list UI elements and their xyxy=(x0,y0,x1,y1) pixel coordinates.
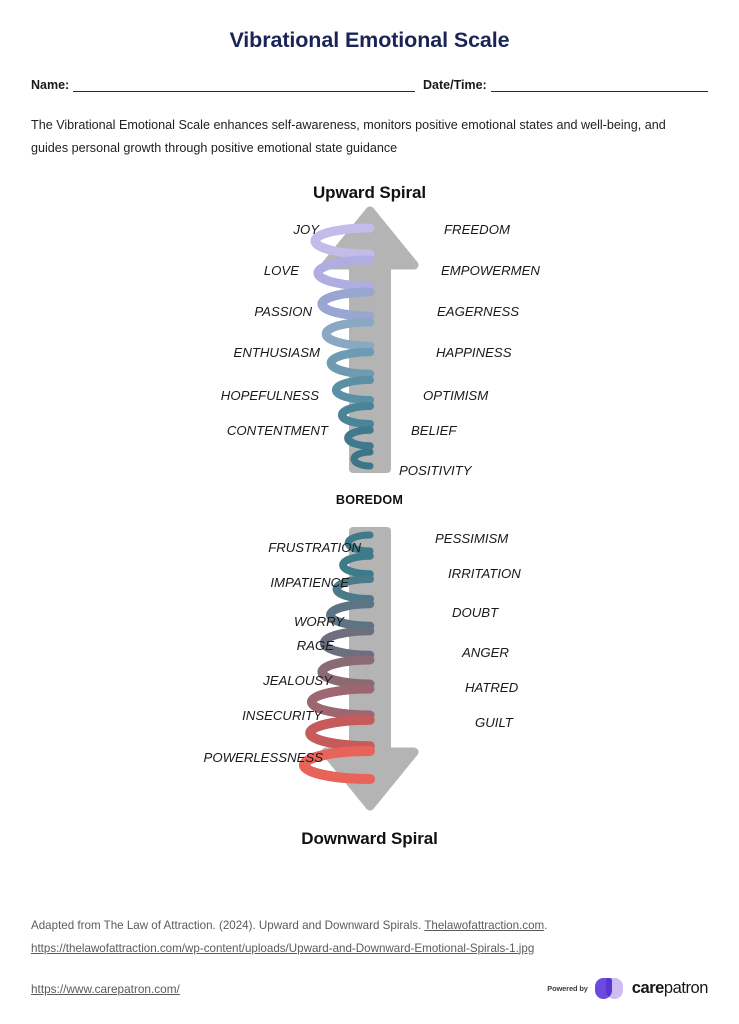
name-field-group: Name: xyxy=(31,78,423,92)
carepatron-wordmark: carepatron xyxy=(631,979,709,998)
downward-spiral-graphic: FRUSTRATION IMPATIENCE WORRY RAGE JEALOU… xyxy=(31,523,708,823)
spiral-label-empowerment: EMPOWERMEN xyxy=(441,263,540,278)
spiral-label-frustration: FRUSTRATION xyxy=(268,540,361,555)
spiral-label-joy: JOY xyxy=(292,222,320,237)
spiral-label-pessimism: PESSIMISM xyxy=(435,531,508,546)
spiral-label-hatred: HATRED xyxy=(465,680,519,695)
upward-left-labels: JOY LOVE PASSION ENTHUSIASM HOPEFULNESS … xyxy=(221,222,329,438)
downward-spiral-heading: Downward Spiral xyxy=(301,828,438,848)
spiral-label-positivity: POSITIVITY xyxy=(399,463,473,478)
upward-coils-front xyxy=(310,223,375,470)
spiral-label-irritation: IRRITATION xyxy=(448,566,521,581)
reference-tail: . xyxy=(544,919,548,932)
reference-url-link[interactable]: https://thelawofattraction.com/wp-conten… xyxy=(31,941,535,955)
logo-blob-light xyxy=(605,978,623,999)
powered-by-label: Powered by xyxy=(547,984,588,993)
spiral-label-happiness: HAPPINESS xyxy=(436,345,512,360)
intro-paragraph: The Vibrational Emotional Scale enhances… xyxy=(31,118,666,156)
spiral-label-optimism: OPTIMISM xyxy=(423,388,488,403)
carepatron-logo-icon xyxy=(594,978,625,999)
spiral-label-anger: ANGER xyxy=(461,645,509,660)
date-input[interactable] xyxy=(490,80,708,92)
downward-right-labels: PESSIMISM IRRITATION DOUBT ANGER HATRED … xyxy=(435,531,521,730)
page-title: Vibrational Emotional Scale xyxy=(229,28,510,52)
spiral-label-jealousy: JEALOUSY xyxy=(262,673,333,688)
wordmark-light: patron xyxy=(663,979,709,997)
reference-block: Adapted from The Law of Attraction. (202… xyxy=(31,915,708,960)
spiral-label-eagerness: EAGERNESS xyxy=(437,304,519,319)
spiral-label-impatience: IMPATIENCE xyxy=(270,575,349,590)
wordmark-bold: care xyxy=(631,979,665,997)
spiral-label-belief: BELIEF xyxy=(411,423,457,438)
spiral-label-contentment: CONTENTMENT xyxy=(227,423,329,438)
boredom-label: BOREDOM xyxy=(335,492,404,507)
spiral-label-rage: RAGE xyxy=(297,638,335,653)
name-input[interactable] xyxy=(73,80,415,92)
spiral-label-guilt: GUILT xyxy=(475,715,514,730)
spiral-label-freedom: FREEDOM xyxy=(444,222,510,237)
upward-spiral-svg: JOY LOVE PASSION ENTHUSIASM HOPEFULNESS … xyxy=(221,206,540,478)
spiral-label-insecurity: INSECURITY xyxy=(242,708,323,723)
identity-fields-row: Name: Date/Time: xyxy=(31,78,708,92)
spiral-label-powerlessness: POWERLESSNESS xyxy=(204,750,324,765)
spiral-label-hopefulness: HOPEFULNESS xyxy=(221,388,319,403)
upward-right-labels: FREEDOM EMPOWERMEN EAGERNESS HAPPINESS O… xyxy=(399,222,540,478)
reference-text: Adapted from The Law of Attraction. (202… xyxy=(31,919,425,932)
carepatron-site-link[interactable]: https://www.carepatron.com/ xyxy=(31,981,180,996)
emotional-spiral-diagram: Upward Spiral xyxy=(31,183,708,883)
date-label: Date/Time: xyxy=(423,78,487,92)
upward-spiral-heading: Upward Spiral xyxy=(312,182,426,202)
footer-bar: https://www.carepatron.com/ Powered by c… xyxy=(31,978,708,999)
upward-spiral-graphic: JOY LOVE PASSION ENTHUSIASM HOPEFULNESS … xyxy=(31,203,708,493)
reference-source-link[interactable]: Thelawofattraction.com xyxy=(424,919,545,932)
downward-spiral-svg: FRUSTRATION IMPATIENCE WORRY RAGE JEALOU… xyxy=(204,526,521,811)
spiral-label-worry: WORRY xyxy=(294,614,345,629)
spiral-label-love: LOVE xyxy=(264,263,299,278)
downward-left-labels: FRUSTRATION IMPATIENCE WORRY RAGE JEALOU… xyxy=(204,540,362,765)
spiral-label-enthusiasm: ENTHUSIASM xyxy=(234,345,320,360)
name-label: Name: xyxy=(31,78,70,92)
spiral-label-passion: PASSION xyxy=(254,304,312,319)
carepatron-branding: Powered by carepatron xyxy=(547,978,708,999)
date-field-group: Date/Time: xyxy=(423,78,708,92)
downward-coils-front xyxy=(299,531,375,784)
spiral-label-doubt: DOUBT xyxy=(452,605,499,620)
